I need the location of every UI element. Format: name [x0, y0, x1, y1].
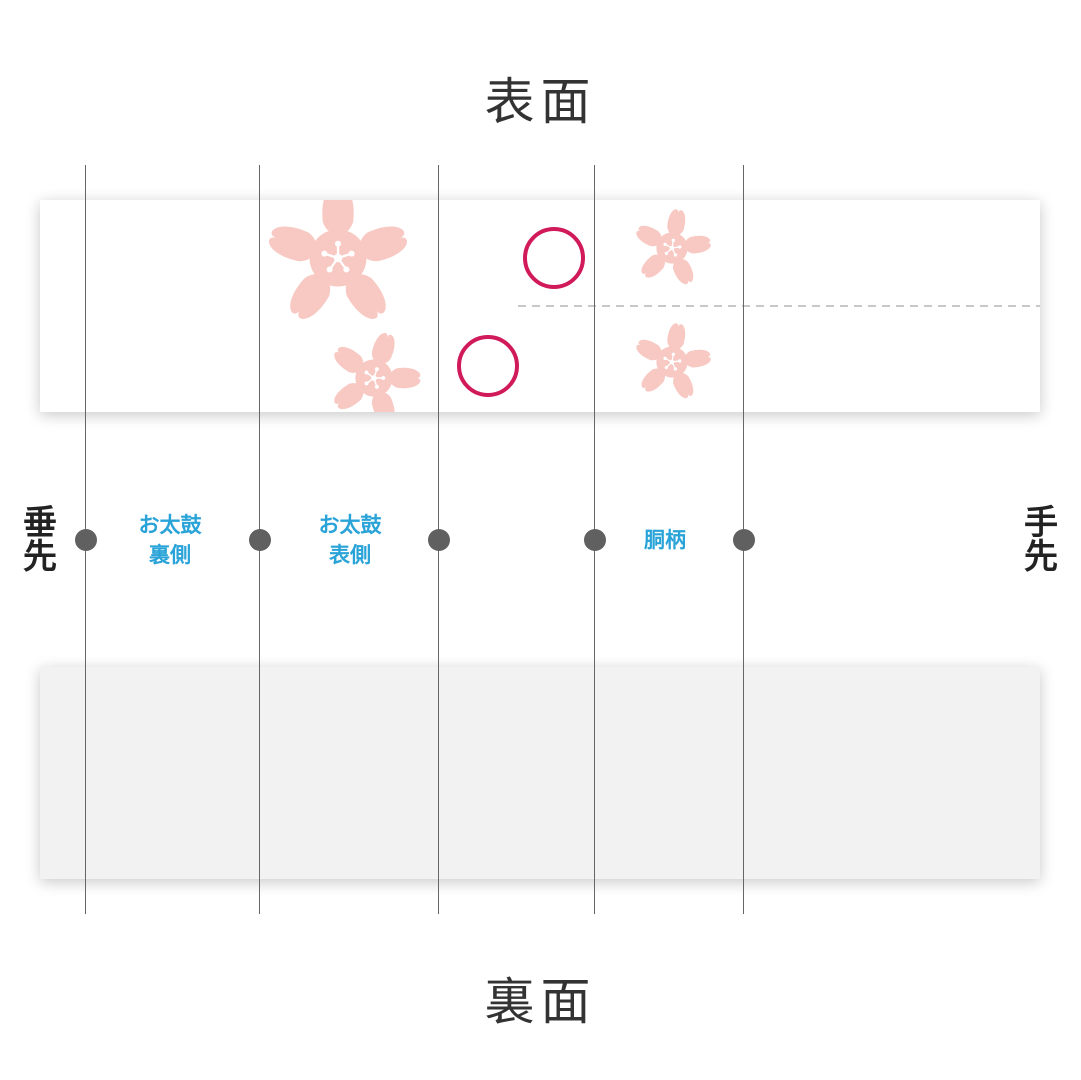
sakura-blossom-icon [265, 200, 411, 325]
sakura-blossom-icon [626, 316, 718, 405]
front-panel-artwork [265, 200, 1040, 412]
section-label-line: 表側 [329, 543, 371, 567]
te-end-char-1: 手 [1024, 503, 1058, 543]
sakura-blossom-icon [315, 319, 434, 412]
obi-front-panel [40, 200, 1040, 412]
section-label-line: お太鼓 [138, 513, 202, 537]
divider-marker-dot [428, 529, 450, 551]
back-side-title: 裏面 [484, 973, 597, 1031]
te-end-label: 手 先 [1021, 506, 1061, 574]
section-label-otaiko-front: お太鼓 表側 [290, 510, 410, 570]
circle-mark-icon [523, 227, 585, 289]
tare-end-label: 垂 先 [20, 506, 60, 574]
divider-marker-dot [75, 529, 97, 551]
section-label-line: 裏側 [149, 543, 191, 567]
front-side-title: 表面 [484, 73, 597, 131]
sakura-blossom-icon [626, 202, 718, 291]
section-label-dougara: 胴柄 [610, 525, 720, 555]
divider-marker-dot [584, 529, 606, 551]
section-label-line: お太鼓 [318, 513, 382, 537]
divider-marker-dot [733, 529, 755, 551]
obi-back-panel [40, 667, 1040, 879]
tare-end-char-2: 先 [23, 537, 57, 577]
tare-end-char-1: 垂 [23, 503, 57, 543]
circle-mark-icon [457, 335, 519, 397]
section-label-otaiko-back: お太鼓 裏側 [110, 510, 230, 570]
divider-marker-dot [249, 529, 271, 551]
te-end-char-2: 先 [1024, 537, 1058, 577]
section-label-line: 胴柄 [644, 528, 686, 552]
